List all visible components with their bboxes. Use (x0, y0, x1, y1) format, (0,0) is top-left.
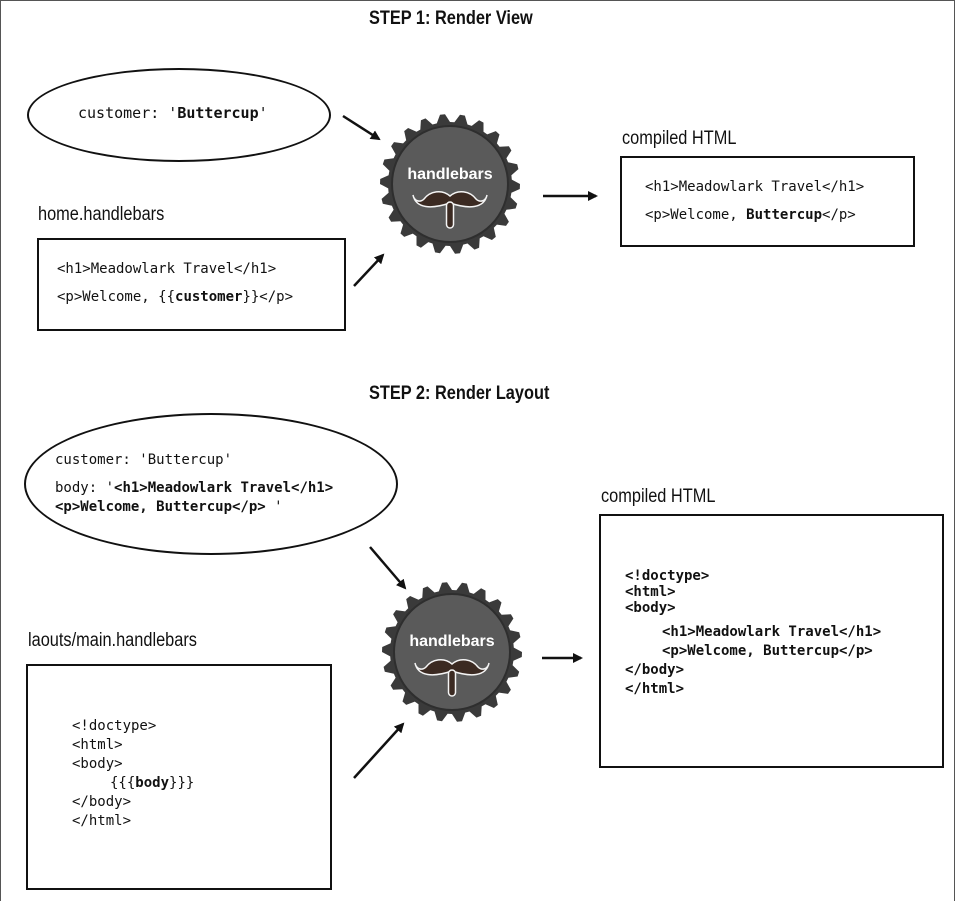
step2-output-doctype: <!doctype> (625, 568, 710, 584)
step1-arrow-context-to-engine (342, 114, 381, 141)
step2-output-html: <html> (625, 584, 676, 600)
step2-layout-html: <html> (72, 737, 123, 753)
step2-context-customer: customer: 'Buttercup' (55, 452, 233, 468)
step1-template-line1: <h1>Meadowlark Travel</h1> (57, 261, 277, 277)
step2-layout-box (26, 664, 332, 890)
step2-layout-doctype: <!doctype> (72, 718, 157, 734)
step1-output-box (620, 156, 915, 247)
step2-context-body-line1: body: '<h1>Meadowlark Travel</h1> (55, 480, 334, 496)
step2-handlebars-engine-icon (382, 582, 522, 722)
step2-output-body: <body> (625, 600, 676, 616)
step2-layout-body-var: {{{body}}} (110, 775, 195, 791)
step1-template-box (37, 238, 346, 331)
step2-layout-html-close: </html> (72, 813, 132, 829)
step1-context-text: customer: 'Buttercup' (78, 104, 268, 122)
step2-output-p: <p>Welcome, Buttercup</p> (662, 643, 873, 659)
step2-arrow-context-to-engine (369, 546, 407, 590)
step2-context-ellipse (24, 413, 398, 555)
step1-template-line2: <p>Welcome, {{customer}}</p> (57, 289, 294, 305)
step2-context-body-line2: <p>Welcome, Buttercup</p> ' (55, 499, 283, 515)
step1-handlebars-engine-icon (380, 114, 520, 254)
step1-title: STEP 1: Render View (369, 8, 533, 29)
step1-template-label: home.handlebars (38, 204, 165, 225)
step2-layout-label: laouts/main.handlebars (28, 630, 197, 651)
step2-output-label: compiled HTML (601, 486, 716, 507)
step2-engine-label: handlebars (409, 633, 495, 650)
step1-engine-label: handlebars (407, 166, 493, 183)
step2-title: STEP 2: Render Layout (369, 383, 550, 404)
step1-output-line1: <h1>Meadowlark Travel</h1> (645, 179, 865, 195)
step1-context-ellipse (27, 68, 331, 162)
step1-output-line2: <p>Welcome, Buttercup</p> (645, 207, 856, 223)
step2-output-body-close: </body> (625, 662, 685, 678)
step2-layout-body-close: </body> (72, 794, 132, 810)
step2-layout-body: <body> (72, 756, 123, 772)
step2-output-html-close: </html> (625, 681, 685, 697)
step1-arrow-template-to-engine (353, 253, 385, 287)
step2-arrow-layout-to-engine (353, 722, 405, 779)
step1-output-label: compiled HTML (622, 128, 737, 149)
step2-output-box (599, 514, 944, 768)
step2-output-h1: <h1>Meadowlark Travel</h1> (662, 624, 882, 640)
